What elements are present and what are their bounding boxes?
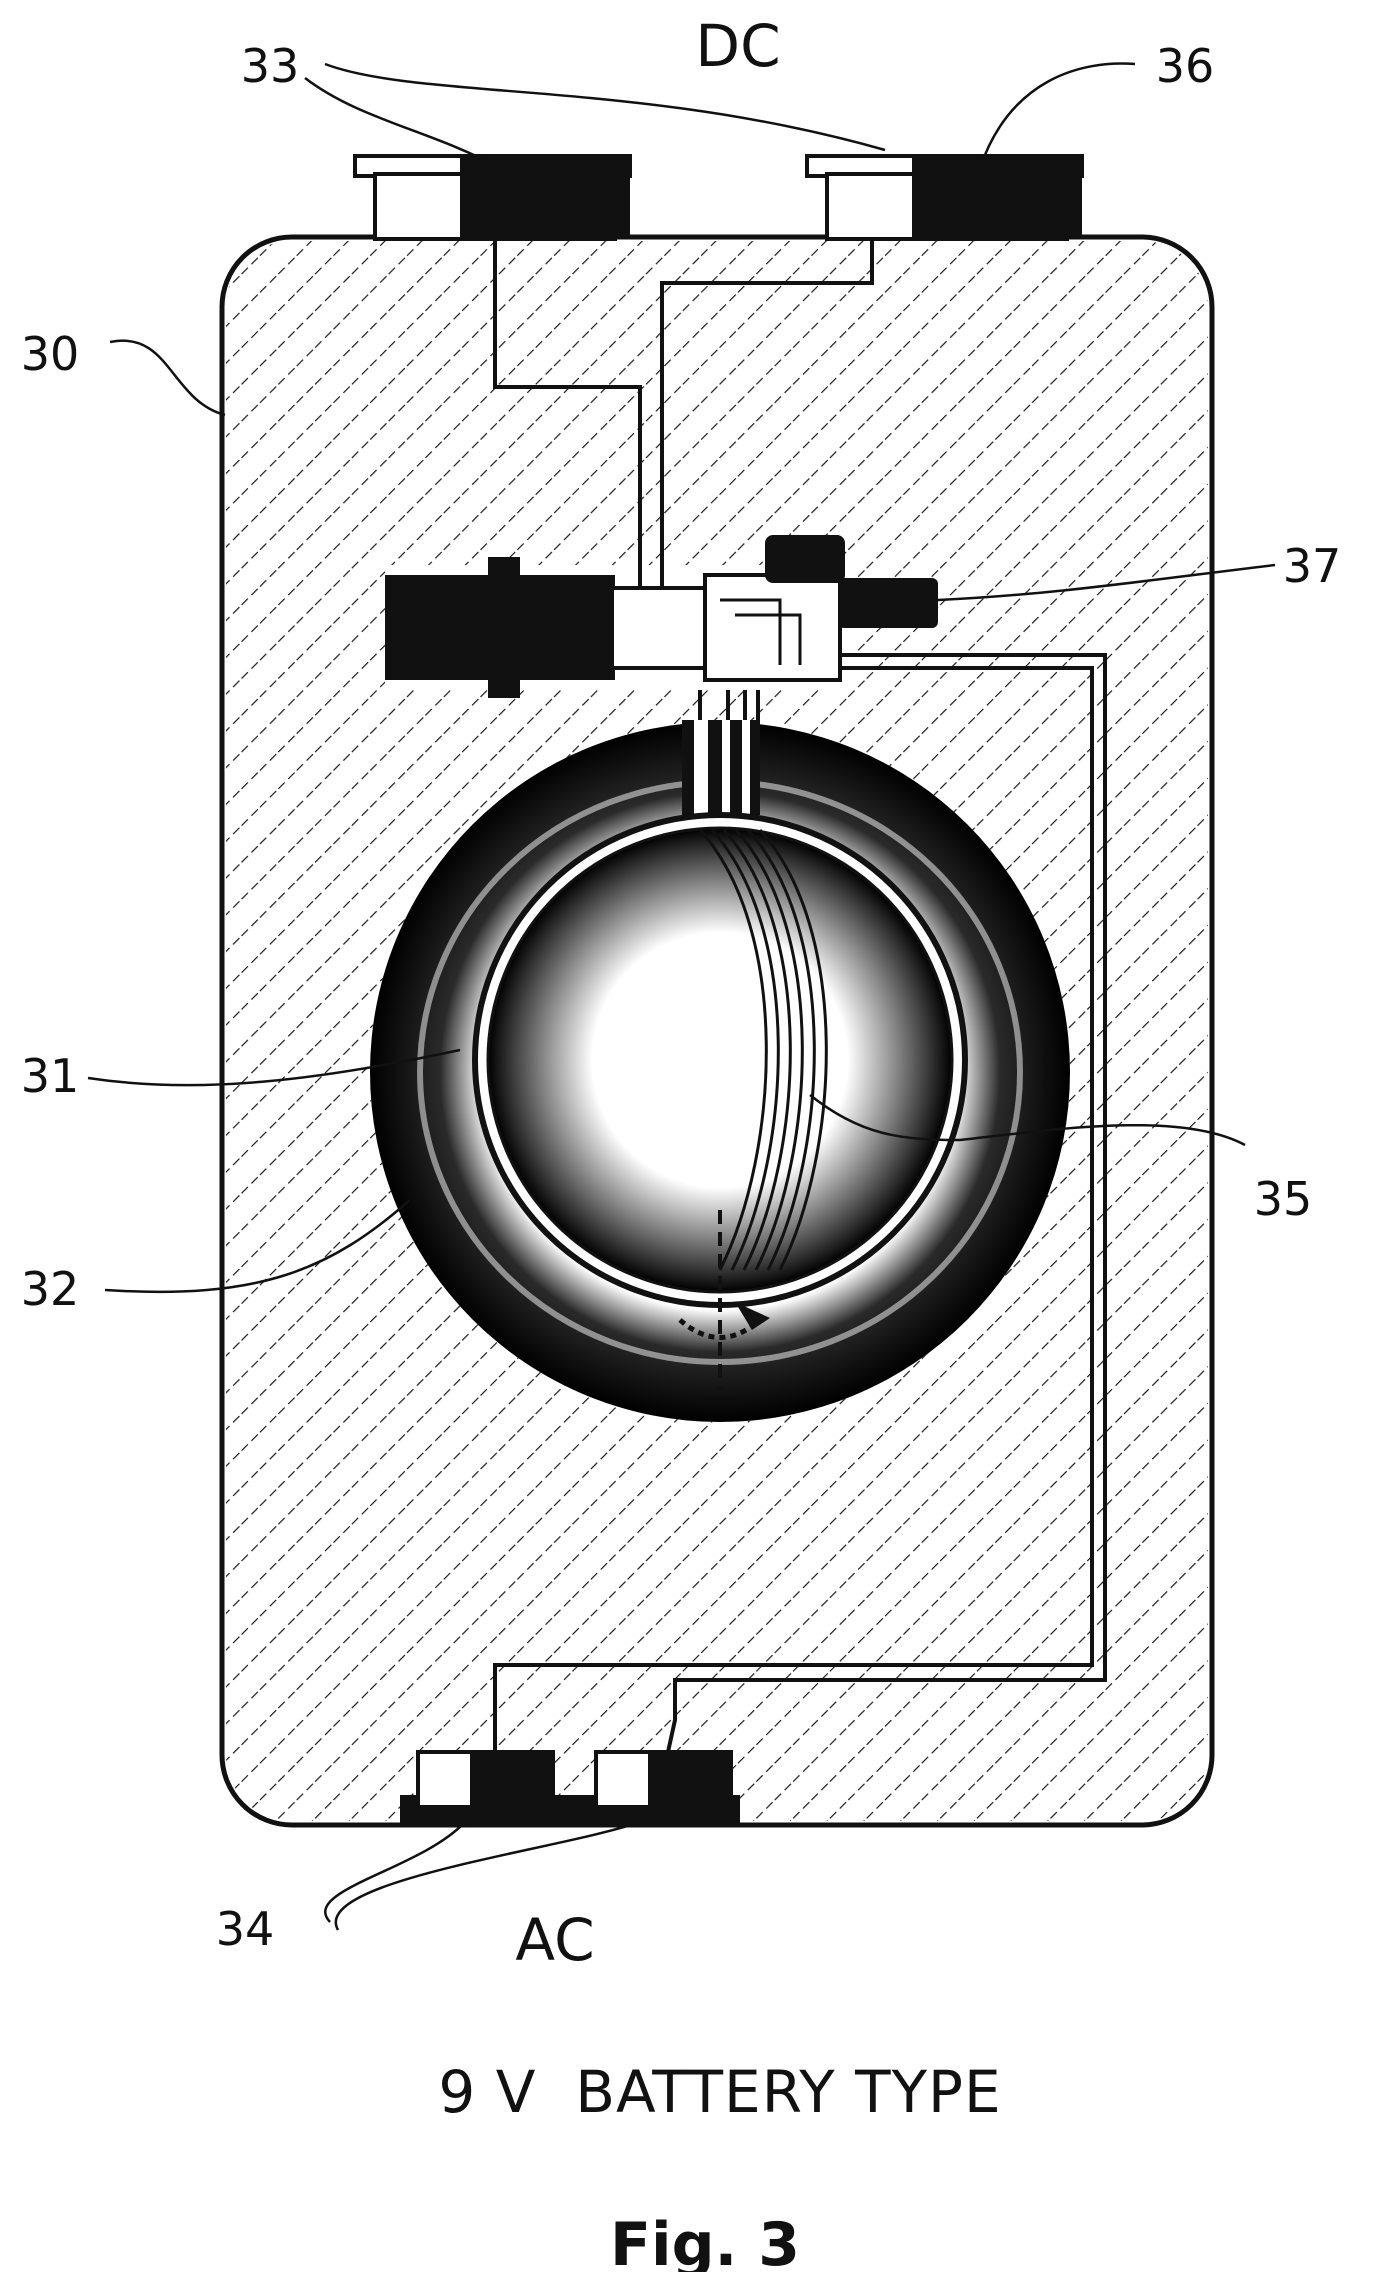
label-30: 30	[21, 327, 80, 381]
label-dc: DC	[695, 12, 780, 80]
circuit-module	[385, 535, 938, 698]
leader-lines	[87, 62, 1276, 1931]
caption: 9 V BATTERY TYPE	[438, 2058, 1001, 2126]
inner-ring	[472, 812, 968, 1308]
ac-terminals	[400, 1750, 740, 1823]
label-35: 35	[1254, 1172, 1313, 1226]
top-terminal-right	[805, 154, 1084, 241]
top-terminal-left	[353, 154, 632, 241]
pointer-axis	[678, 1210, 770, 1395]
label-31: 31	[21, 1049, 80, 1103]
label-36: 36	[1156, 39, 1215, 93]
label-32: 32	[21, 1262, 80, 1316]
bottom-terminal-right	[594, 1750, 733, 1809]
label-34: 34	[216, 1902, 275, 1956]
label-ac: AC	[515, 1906, 594, 1974]
dc-terminals	[353, 154, 1084, 241]
coil-windings	[698, 828, 828, 1271]
label-37: 37	[1283, 539, 1342, 593]
labels: DC AC 33 36 30 37 31 35 32 34 9 V BATTER…	[21, 12, 1342, 2272]
figure-number: Fig. 3	[610, 2210, 800, 2272]
bottom-terminal-left	[416, 1750, 555, 1809]
label-33: 33	[241, 39, 300, 93]
